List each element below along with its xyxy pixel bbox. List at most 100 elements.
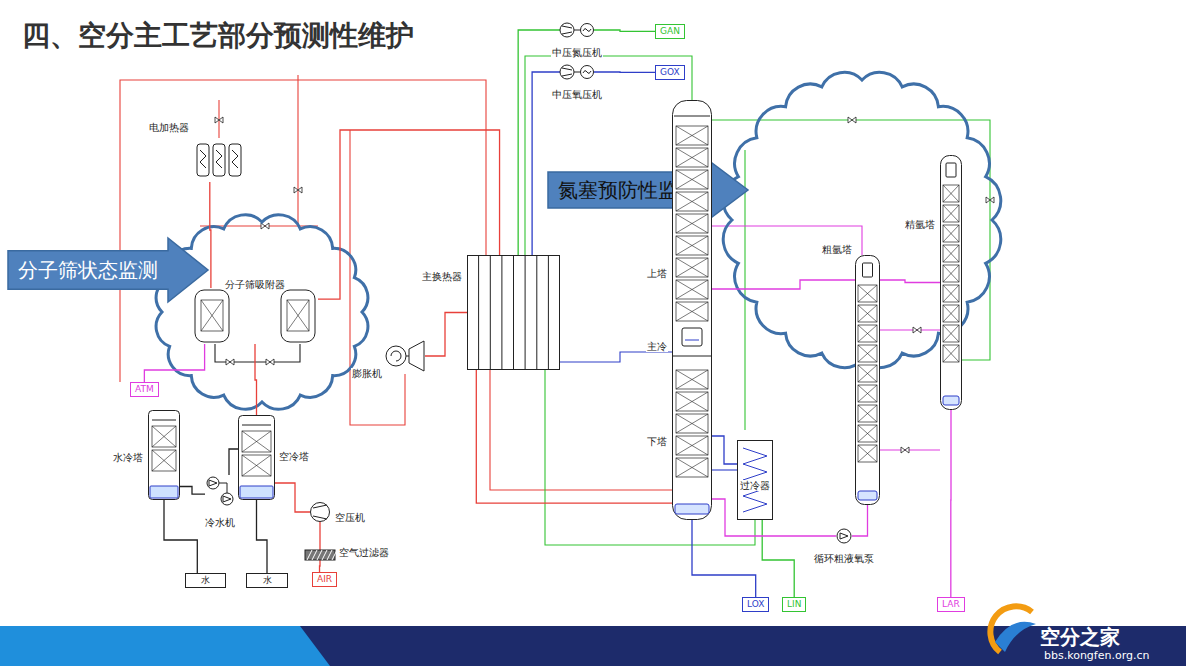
packing-box bbox=[858, 345, 877, 362]
water-level bbox=[240, 486, 273, 498]
packing-cross bbox=[676, 126, 708, 145]
pump-symbol: 循环粗液氧泵 bbox=[836, 528, 852, 544]
pipe-connector bbox=[712, 280, 855, 289]
packing-cross bbox=[943, 265, 959, 282]
packing-cross bbox=[676, 370, 708, 389]
packing-cross bbox=[676, 458, 708, 477]
process-pipe bbox=[218, 100, 219, 138]
heater-coil bbox=[216, 150, 222, 168]
product-tag: LAR bbox=[937, 597, 965, 612]
distributor bbox=[152, 420, 176, 421]
filter-hatch bbox=[317, 550, 322, 560]
packing-box bbox=[676, 170, 708, 189]
pipe-connector bbox=[852, 505, 868, 536]
equipment-label: 中压氧压机 bbox=[551, 89, 603, 100]
product-tag: GOX bbox=[655, 65, 685, 80]
packing-box bbox=[152, 450, 176, 471]
pipe-connector bbox=[319, 560, 321, 572]
exchanger-pass bbox=[548, 255, 549, 370]
equipment-label: 上塔 bbox=[646, 268, 668, 279]
packing-cross bbox=[858, 445, 877, 462]
tower-shell bbox=[239, 416, 275, 500]
valve-symbol bbox=[901, 447, 909, 453]
column-shell bbox=[941, 156, 962, 410]
packing-cross bbox=[242, 455, 271, 476]
heater-element bbox=[229, 144, 241, 176]
equipment-drawing bbox=[196, 138, 242, 182]
tag-text: LAR bbox=[942, 599, 960, 609]
packing-box bbox=[943, 205, 959, 222]
condenser-liquid bbox=[685, 340, 699, 341]
pipe-connector bbox=[880, 280, 940, 283]
main-column: 上塔主冷下塔 bbox=[672, 100, 712, 520]
exchanger-pass bbox=[536, 255, 537, 370]
packing-box bbox=[676, 370, 708, 389]
packing-cross bbox=[943, 245, 959, 262]
filter-body bbox=[305, 550, 335, 560]
equipment-label: 膨胀机 bbox=[351, 368, 383, 379]
pump-casing bbox=[837, 529, 851, 543]
packing-box bbox=[858, 305, 877, 322]
pump-mark bbox=[840, 533, 848, 539]
equipment-drawing bbox=[310, 502, 330, 522]
packing-cross bbox=[858, 385, 877, 402]
column-shell bbox=[856, 256, 880, 505]
packing-cross bbox=[676, 258, 708, 277]
text-holder: 空冷塔 bbox=[278, 445, 310, 464]
process-pipe bbox=[560, 352, 672, 362]
packing-box bbox=[676, 458, 708, 477]
equipment-label: 中压氮压机 bbox=[551, 47, 603, 58]
monitor-cloud bbox=[156, 215, 368, 409]
compressor-blades bbox=[562, 26, 572, 34]
equipment-drawing bbox=[855, 255, 880, 505]
packing-box bbox=[858, 385, 877, 402]
pump-casing bbox=[207, 477, 219, 489]
filter-hatch bbox=[322, 550, 327, 560]
packing-cross bbox=[943, 325, 959, 342]
packing-box bbox=[858, 425, 877, 442]
slide-title: 四、空分主工艺部分预测性维护 bbox=[22, 20, 414, 52]
pipe-connector bbox=[518, 30, 560, 255]
equipment-drawing bbox=[836, 528, 852, 544]
packing-box bbox=[287, 300, 309, 331]
packing-box bbox=[858, 325, 877, 342]
packing-cross bbox=[676, 280, 708, 299]
compressor-blades bbox=[313, 505, 327, 519]
packing-cross bbox=[676, 192, 708, 211]
liquid-level bbox=[943, 396, 959, 405]
pump-pipe bbox=[219, 483, 227, 493]
turbine-body bbox=[409, 341, 424, 371]
packing-box bbox=[858, 285, 877, 302]
liquid-level bbox=[675, 504, 709, 514]
column-divider bbox=[673, 356, 711, 357]
equipment-drawing bbox=[467, 255, 560, 370]
footer-accent bbox=[0, 626, 330, 666]
process-pipe bbox=[215, 344, 300, 362]
packing-cross bbox=[943, 205, 959, 222]
packing-box bbox=[858, 405, 877, 422]
exchanger-pass bbox=[478, 255, 479, 370]
packing-box bbox=[676, 280, 708, 299]
exchanger-pass bbox=[525, 255, 526, 370]
heater-coil bbox=[200, 150, 206, 168]
equipment-drawing bbox=[560, 22, 594, 38]
packing-cross bbox=[858, 425, 877, 442]
packing-cross bbox=[943, 185, 959, 202]
tower-shell bbox=[149, 411, 180, 500]
compressor-symbol: 中压氧压机 bbox=[560, 64, 594, 80]
packing-cross bbox=[943, 285, 959, 302]
pipe-connector bbox=[255, 344, 257, 415]
text-holder: 中压氧压机 bbox=[551, 83, 603, 102]
equipment-drawing bbox=[238, 415, 275, 500]
packing-box bbox=[152, 426, 176, 447]
compressor-wheel bbox=[560, 23, 574, 37]
pipe-connector bbox=[210, 182, 211, 288]
compressor-symbol: 中压氮压机 bbox=[560, 22, 594, 38]
equipment-drawing bbox=[385, 338, 425, 374]
heater-symbol: 电加热器 bbox=[196, 138, 242, 182]
equipment-label: 空气过滤器 bbox=[338, 547, 390, 558]
pipe-connector bbox=[257, 500, 268, 573]
process-pipe bbox=[350, 130, 405, 425]
